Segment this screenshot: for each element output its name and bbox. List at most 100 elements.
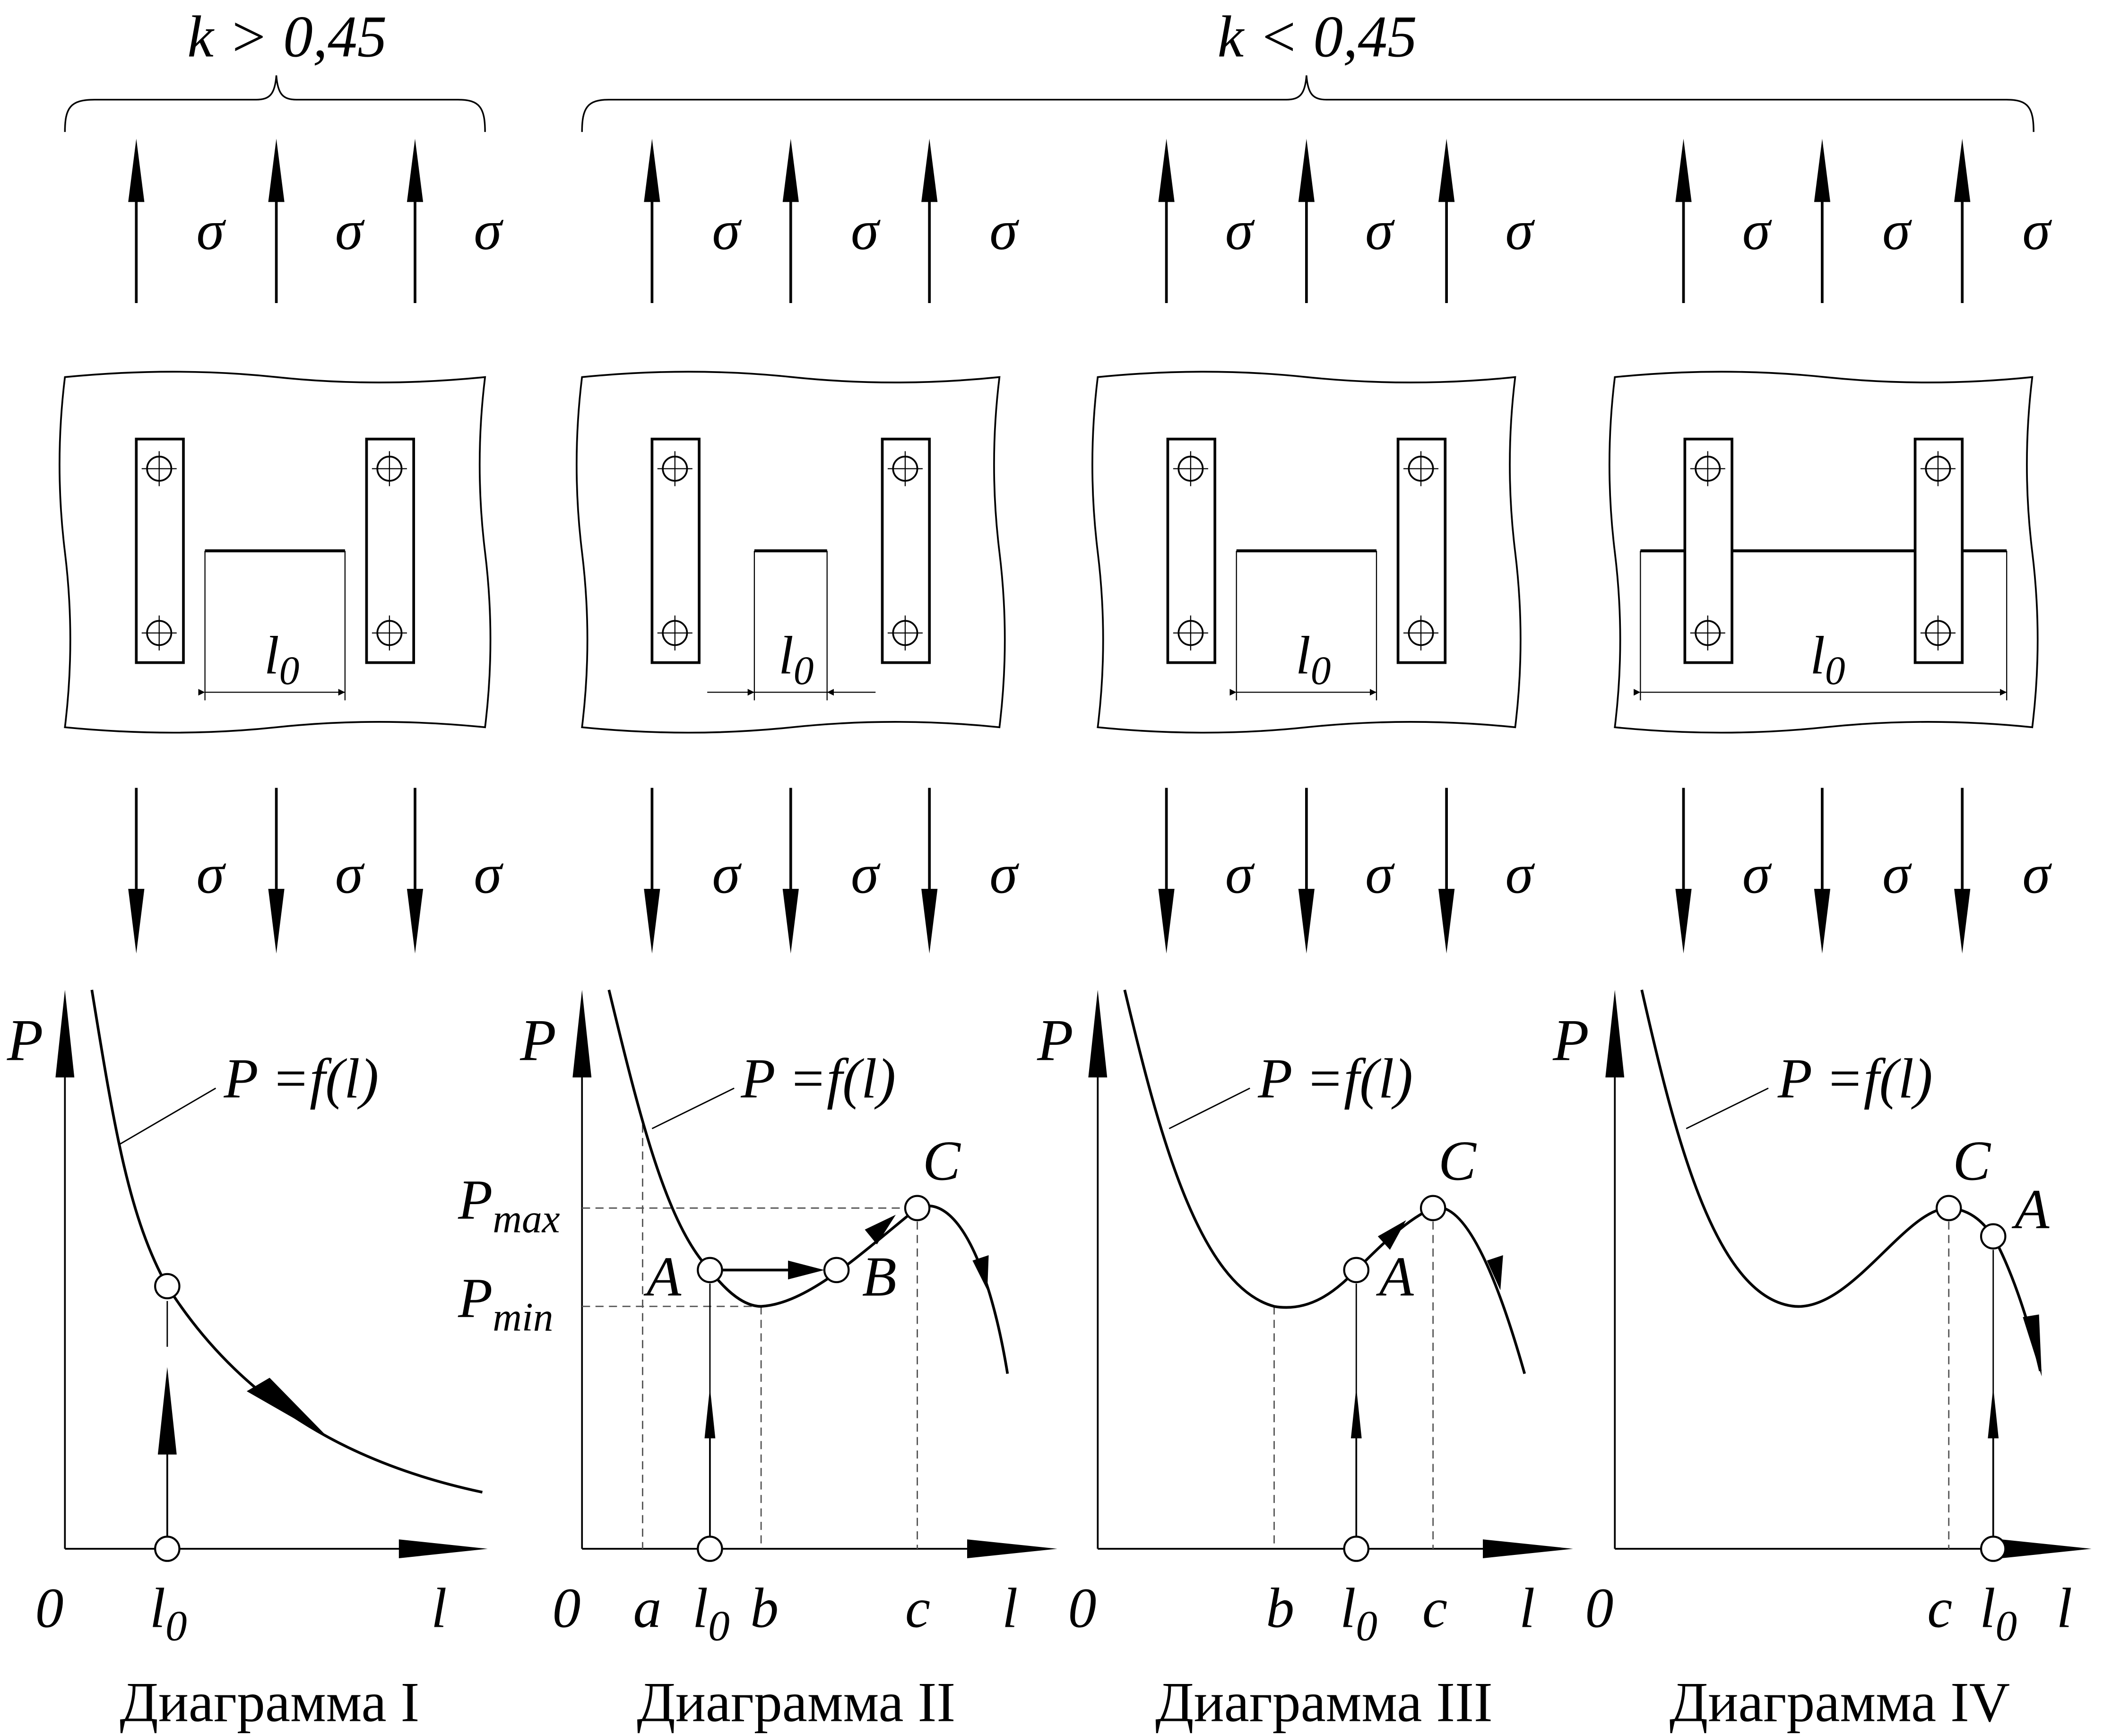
point-C (1935, 1195, 1962, 1222)
stress-arrows-down (644, 788, 938, 954)
point-l0 (697, 1536, 723, 1562)
pmin-label: Pmin (458, 1267, 553, 1339)
sigma-label: σ (335, 199, 365, 261)
b-tick-label: b (750, 1576, 779, 1639)
axis-p-label: P (7, 1007, 43, 1073)
panel-3: σ σ σ l0 σ σ σ (1037, 139, 1573, 1734)
origin-label: 0 (35, 1576, 64, 1639)
grip-right (365, 437, 415, 664)
curve-leader (1169, 1087, 1250, 1129)
grip-left (135, 437, 185, 664)
b-tick-label: b (1266, 1576, 1294, 1639)
l0-tick-label: l0 (150, 1576, 187, 1649)
stress-arrows-up (1158, 139, 1455, 303)
sigma-label: σ (1742, 199, 1772, 261)
dashed-guides (582, 1124, 918, 1549)
loading-arrow (157, 1367, 177, 1455)
load-curve (1640, 990, 2042, 1371)
stress-arrows-down (128, 788, 424, 954)
sigma-label: σ (1365, 199, 1395, 261)
crack-dimension (707, 551, 876, 701)
point-C-label: C (1953, 1129, 1991, 1192)
sigma-label: σ (2022, 842, 2052, 905)
sigma-label: σ (989, 199, 1019, 261)
panel-1: σ σ σ l0 σ σ σ (7, 139, 503, 1734)
sigma-label: σ (712, 199, 742, 261)
axis-l-label: l (431, 1576, 447, 1639)
sigma-label: σ (2022, 199, 2052, 261)
loading-arrow (704, 1387, 716, 1439)
sigma-label: σ (335, 842, 365, 905)
stress-arrows-down (1675, 788, 1971, 954)
c-tick-label: c (1422, 1576, 1447, 1639)
l0-label: l0 (1810, 625, 1845, 693)
axis-p-label: P (519, 1007, 556, 1073)
sigma-label: σ (851, 199, 881, 261)
pmax-label: Pmax (458, 1168, 560, 1241)
c-tick-label: c (905, 1576, 930, 1639)
axes (1605, 990, 2092, 1558)
point-B-label: B (862, 1245, 897, 1308)
grip-left (1166, 437, 1216, 664)
jump-arrow (788, 1260, 825, 1280)
point-l0 (1980, 1536, 2007, 1562)
a-tick-label: a (633, 1576, 662, 1639)
condition-left: k > 0,45 (187, 4, 387, 70)
curve-label: P =f(l) (1777, 1047, 1933, 1110)
axes (572, 990, 1057, 1558)
l0-tick-label: l0 (1340, 1576, 1377, 1649)
sigma-label: σ (1882, 842, 1912, 905)
point-C (904, 1195, 931, 1222)
grip-right (1396, 437, 1447, 664)
stress-arrows-down (1158, 788, 1455, 954)
point-C-label: C (923, 1129, 961, 1192)
stress-arrows-up (1675, 139, 1971, 303)
point-A (1343, 1257, 1370, 1284)
sigma-label: σ (474, 199, 503, 261)
point-A-label: A (2011, 1178, 2050, 1241)
axes (55, 990, 488, 1558)
point-C (1420, 1195, 1446, 1222)
point-l0 (1343, 1536, 1370, 1562)
curve-label: P =f(l) (1257, 1047, 1413, 1110)
stress-arrows-up (128, 139, 424, 303)
sigma-label: σ (474, 842, 503, 905)
grip-right (881, 437, 931, 664)
growth-arrow (1377, 1220, 1406, 1250)
point-A-label: A (1376, 1245, 1414, 1308)
curve-label: P =f(l) (740, 1047, 896, 1110)
origin-label: 0 (1068, 1576, 1097, 1639)
point-A (697, 1257, 723, 1284)
growth-arrow (865, 1215, 896, 1245)
axis-l-label: l (1519, 1576, 1535, 1639)
crack-dimension (198, 551, 346, 701)
dashed-guides (1273, 1208, 1434, 1549)
specimen-plate (1091, 371, 1522, 734)
l0-label: l0 (779, 625, 814, 693)
point-start (154, 1273, 181, 1300)
sigma-label: σ (1225, 842, 1255, 905)
instability-arrow (972, 1255, 989, 1291)
panel-2: σ σ σ l0 σ σ σ (458, 139, 1057, 1734)
loading-arrow (1988, 1387, 1999, 1439)
l0-label: l0 (1296, 625, 1331, 693)
instability-arrow (2023, 1314, 2042, 1377)
c-tick-label: c (1927, 1576, 1952, 1639)
sigma-label: σ (197, 199, 226, 261)
axis-p-label: P (1552, 1007, 1589, 1073)
point-B (823, 1257, 850, 1284)
caption: Диаграмма IV (1670, 1671, 2010, 1734)
curve-leader (118, 1087, 216, 1146)
brace-right (581, 75, 2034, 132)
sigma-label: σ (1882, 199, 1912, 261)
axis-l-label: l (1002, 1576, 1018, 1639)
curve-label: P =f(l) (223, 1047, 379, 1110)
l0-tick-label: l0 (1980, 1576, 2017, 1649)
sigma-label: σ (712, 842, 742, 905)
curve-leader (651, 1087, 735, 1129)
point-C-label: C (1438, 1129, 1477, 1192)
specimen-plate (576, 371, 1006, 734)
crack-dimension (1634, 551, 2008, 701)
crack-dimension (1229, 551, 1377, 701)
